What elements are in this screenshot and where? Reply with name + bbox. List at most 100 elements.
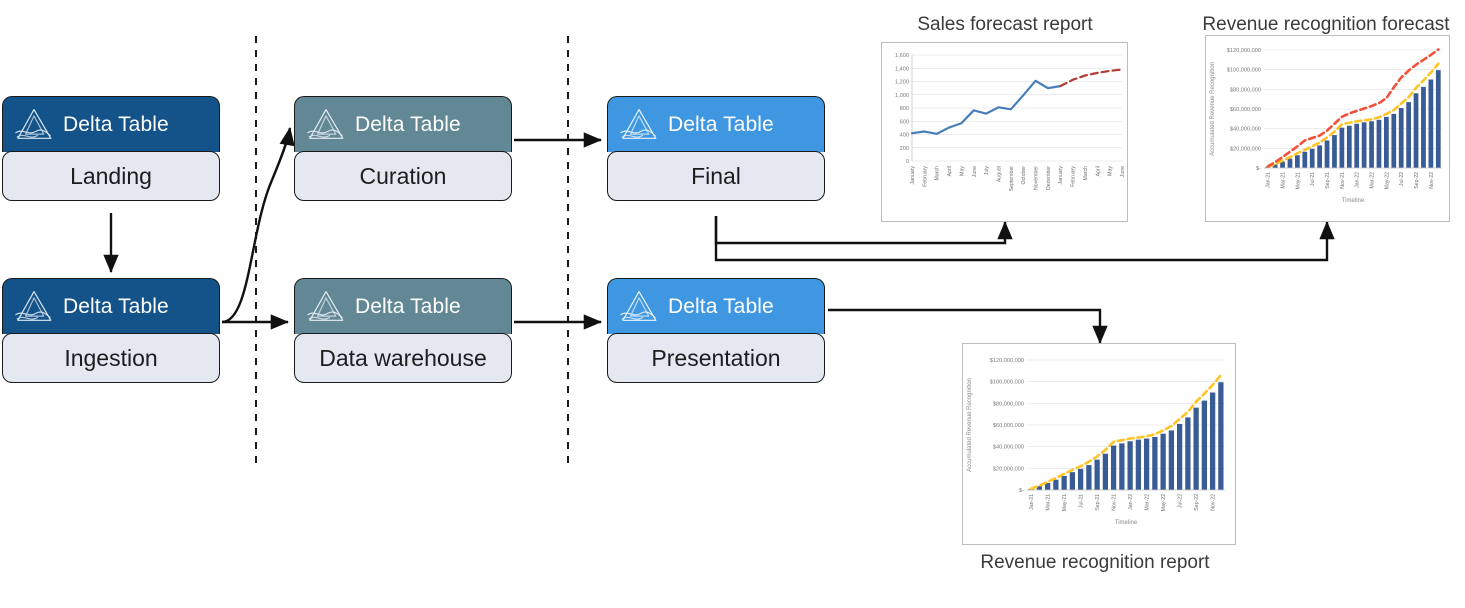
node-presentation[interactable]: Delta Table Presentation xyxy=(607,278,825,383)
svg-text:May: May xyxy=(1108,166,1114,176)
revenue-forecast-caption: Revenue recognition forecast xyxy=(1202,14,1450,35)
svg-text:800: 800 xyxy=(900,106,909,112)
node-data-warehouse-header: Delta Table xyxy=(294,278,512,334)
node-curation-header-label: Delta Table xyxy=(355,112,461,136)
connector-final-to-revenue-forecast xyxy=(714,216,1335,262)
svg-text:February: February xyxy=(1071,166,1077,187)
node-data-warehouse-label: Data warehouse xyxy=(319,344,487,371)
svg-text:Nov-22: Nov-22 xyxy=(1429,172,1435,189)
svg-text:Jan-21: Jan-21 xyxy=(1266,172,1272,188)
delta-lake-logo-icon xyxy=(15,108,52,139)
svg-text:April: April xyxy=(947,166,953,176)
svg-text:Mar-21: Mar-21 xyxy=(1046,494,1052,511)
svg-text:February: February xyxy=(922,166,928,187)
svg-text:Jan-22: Jan-22 xyxy=(1355,172,1361,188)
svg-text:Mar-22: Mar-22 xyxy=(1370,172,1376,189)
svg-text:Nov-22: Nov-22 xyxy=(1211,494,1217,511)
svg-text:$40,000,000: $40,000,000 xyxy=(993,445,1024,451)
svg-text:$100,000,000: $100,000,000 xyxy=(1227,68,1261,74)
svg-text:September: September xyxy=(1009,166,1015,192)
node-presentation-body: Presentation xyxy=(607,333,825,383)
svg-text:0: 0 xyxy=(906,159,909,165)
node-ingestion-header: Delta Table xyxy=(2,278,220,334)
svg-text:Jan-22: Jan-22 xyxy=(1128,494,1134,510)
svg-text:Sep-22: Sep-22 xyxy=(1414,172,1420,189)
svg-text:Mar-22: Mar-22 xyxy=(1145,494,1151,511)
node-presentation-label: Presentation xyxy=(651,344,781,371)
svg-text:April: April xyxy=(1095,166,1101,176)
svg-text:$60,000,000: $60,000,000 xyxy=(993,423,1024,429)
svg-text:Accumulated Revenue Recognitio: Accumulated Revenue Recognition xyxy=(1210,62,1216,156)
node-final-label: Final xyxy=(691,162,741,189)
svg-text:Sep-21: Sep-21 xyxy=(1095,494,1101,511)
svg-text:May-21: May-21 xyxy=(1295,172,1301,189)
svg-text:$120,000,000: $120,000,000 xyxy=(1227,48,1261,54)
svg-text:$60,000,000: $60,000,000 xyxy=(1230,107,1261,113)
node-ingestion-header-label: Delta Table xyxy=(63,294,169,318)
svg-text:May: May xyxy=(959,166,965,176)
svg-text:$80,000,000: $80,000,000 xyxy=(993,401,1024,407)
delta-lake-logo-icon xyxy=(307,290,344,321)
node-landing-header-label: Delta Table xyxy=(63,112,169,136)
svg-text:$20,000,000: $20,000,000 xyxy=(993,466,1024,472)
delta-lake-logo-icon xyxy=(307,108,344,139)
delta-lake-logo-icon xyxy=(15,290,52,321)
svg-text:December: December xyxy=(1046,166,1052,190)
node-ingestion-body: Ingestion xyxy=(2,333,220,383)
node-curation-body: Curation xyxy=(294,151,512,201)
svg-text:Nov-21: Nov-21 xyxy=(1340,172,1346,189)
svg-text:October: October xyxy=(1021,166,1027,185)
svg-text:Jul-22: Jul-22 xyxy=(1178,494,1184,508)
svg-text:$80,000,000: $80,000,000 xyxy=(1230,87,1261,93)
svg-text:Nov-21: Nov-21 xyxy=(1112,494,1118,511)
svg-text:May-22: May-22 xyxy=(1161,494,1167,511)
delta-lake-logo-icon xyxy=(620,290,657,321)
svg-text:$40,000,000: $40,000,000 xyxy=(1230,127,1261,133)
svg-text:Sep-22: Sep-22 xyxy=(1194,494,1200,511)
svg-text:1,200: 1,200 xyxy=(895,80,909,86)
svg-text:Jul-22: Jul-22 xyxy=(1399,172,1405,186)
node-data-warehouse[interactable]: Delta Table Data warehouse xyxy=(294,278,512,383)
chart-revenue-recognition-forecast[interactable]: $-$20,000,000$40,000,000$60,000,000$80,0… xyxy=(1205,35,1450,222)
svg-text:$120,000,000: $120,000,000 xyxy=(990,358,1024,364)
svg-text:1,000: 1,000 xyxy=(895,93,909,99)
svg-text:Mar-21: Mar-21 xyxy=(1281,172,1287,189)
svg-text:Sep-21: Sep-21 xyxy=(1325,172,1331,189)
svg-text:1,400: 1,400 xyxy=(895,66,909,72)
svg-text:January: January xyxy=(1058,166,1064,185)
svg-text:$100,000,000: $100,000,000 xyxy=(990,380,1024,386)
svg-text:Timeline: Timeline xyxy=(1342,198,1365,204)
node-curation-label: Curation xyxy=(359,162,447,189)
node-final-header: Delta Table xyxy=(607,96,825,152)
revenue-report-caption: Revenue recognition report xyxy=(980,552,1210,573)
chart-revenue-recognition-report[interactable]: $- $20,000,000 $40,000,000 $60,000,000 $80,0… xyxy=(962,343,1236,545)
svg-text:$-: $- xyxy=(1019,488,1024,494)
delta-lake-logo-icon xyxy=(620,108,657,139)
svg-text:Accumulated Revenue Recognitio: Accumulated Revenue Recognition xyxy=(967,378,973,472)
node-landing[interactable]: Delta Table Landing xyxy=(2,96,220,201)
node-landing-body: Landing xyxy=(2,151,220,201)
svg-text:200: 200 xyxy=(900,146,909,152)
svg-text:June: June xyxy=(972,166,978,177)
svg-text:March: March xyxy=(935,166,941,181)
node-final[interactable]: Delta Table Final xyxy=(607,96,825,201)
node-presentation-header-label: Delta Table xyxy=(668,294,774,318)
svg-text:June: June xyxy=(1120,166,1126,177)
svg-text:Jul-21: Jul-21 xyxy=(1310,172,1316,186)
svg-text:May-22: May-22 xyxy=(1384,172,1390,189)
svg-text:1,600: 1,600 xyxy=(895,53,909,59)
node-landing-header: Delta Table xyxy=(2,96,220,152)
svg-text:Jul-21: Jul-21 xyxy=(1079,494,1085,508)
connector-ingestion-to-curation xyxy=(221,127,295,324)
svg-text:March: March xyxy=(1083,166,1089,181)
sales-forecast-caption: Sales forecast report xyxy=(917,14,1093,35)
node-ingestion[interactable]: Delta Table Ingestion xyxy=(2,278,220,383)
node-curation[interactable]: Delta Table Curation xyxy=(294,96,512,201)
node-data-warehouse-body: Data warehouse xyxy=(294,333,512,383)
node-final-body: Final xyxy=(607,151,825,201)
node-ingestion-label: Ingestion xyxy=(64,344,158,371)
svg-text:$-: $- xyxy=(1256,166,1261,172)
node-landing-label: Landing xyxy=(70,162,152,189)
